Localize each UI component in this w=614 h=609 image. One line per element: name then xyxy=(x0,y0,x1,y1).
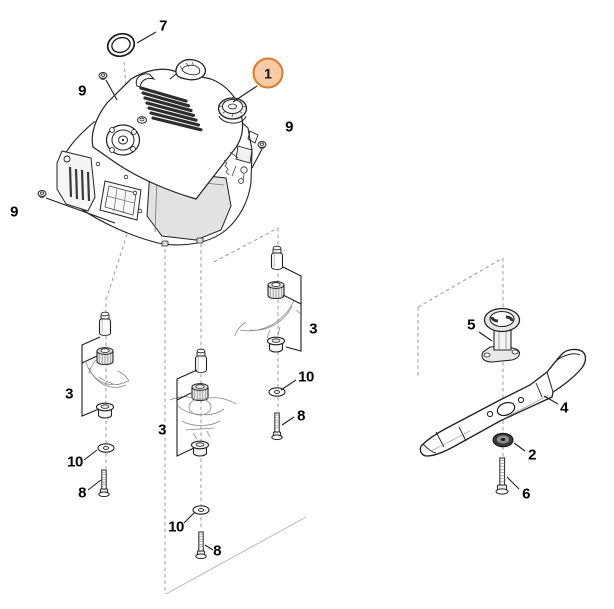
callout-10-label[interactable]: 10 xyxy=(67,453,83,471)
blade-driver-illustration xyxy=(481,307,521,363)
oil-cap xyxy=(217,97,248,124)
engine-mount-column-3 xyxy=(234,245,302,441)
shroud-hook xyxy=(135,73,156,88)
callout-4-label[interactable]: 4 xyxy=(560,399,568,417)
screw-9-bottom-left xyxy=(37,190,47,198)
callout-1-highlighted[interactable]: 1 xyxy=(252,57,284,89)
engine-illustration xyxy=(56,58,259,247)
callout-10-label[interactable]: 10 xyxy=(298,368,314,386)
mount-sketch xyxy=(85,359,130,388)
callout-3-label[interactable]: 3 xyxy=(158,421,166,439)
callout-8-label[interactable]: 8 xyxy=(213,542,221,560)
screw-9-right xyxy=(257,141,267,149)
engine-base-detail xyxy=(95,161,204,247)
blade-illustration xyxy=(419,348,587,457)
callout-9-label[interactable]: 9 xyxy=(10,203,18,221)
callout-10-label[interactable]: 10 xyxy=(168,518,184,536)
callout-2-label[interactable]: 2 xyxy=(528,446,536,464)
callout-7-label[interactable]: 7 xyxy=(159,17,167,35)
callout-8-label[interactable]: 8 xyxy=(78,484,86,502)
leader-lines xyxy=(45,31,559,551)
engine-mount-column-2 xyxy=(169,348,237,560)
deck-plane-guide xyxy=(165,516,307,595)
callout-3-label[interactable]: 3 xyxy=(309,320,317,338)
mount-sketch xyxy=(169,396,237,440)
blade-bolt-illustration xyxy=(495,457,509,495)
callout-1-label: 1 xyxy=(264,65,272,81)
starter-grip xyxy=(169,58,207,81)
engine-airfilter xyxy=(99,180,142,221)
callout-8-label[interactable]: 8 xyxy=(297,407,305,425)
callout-9-label[interactable]: 9 xyxy=(285,118,293,136)
callout-9-label[interactable]: 9 xyxy=(78,82,86,100)
mount-sketch xyxy=(234,299,302,339)
screw-9-top-left xyxy=(98,72,108,80)
guide-lines xyxy=(105,61,504,594)
engine-grille xyxy=(139,86,203,132)
callout-5-label[interactable]: 5 xyxy=(467,316,475,334)
carburetor-detail xyxy=(223,130,259,184)
engine-mount-column-1 xyxy=(85,311,130,498)
sealing-ring-illustration xyxy=(106,32,136,58)
bracket-lines xyxy=(81,266,302,457)
engine-shroud xyxy=(91,68,244,200)
recoil-pulley xyxy=(105,124,141,156)
callout-3-label[interactable]: 3 xyxy=(65,385,73,403)
blade-washer-illustration xyxy=(492,432,514,448)
primer-dome xyxy=(137,116,147,124)
callout-6-label[interactable]: 6 xyxy=(522,485,530,503)
